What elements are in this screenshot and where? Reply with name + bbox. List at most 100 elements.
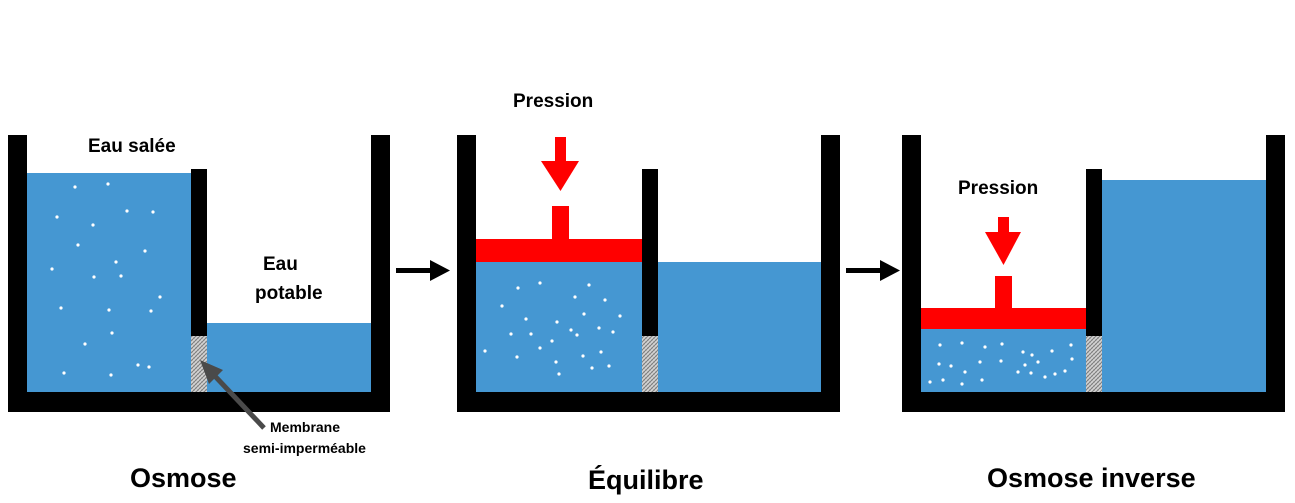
tank-left-wall	[457, 135, 476, 412]
salt-particle	[599, 350, 603, 354]
salt-particle	[937, 362, 941, 366]
caption-osmose-inverse: Osmose inverse	[987, 463, 1196, 493]
piston-plate	[921, 308, 1086, 329]
label-eau-potable-line2: potable	[255, 283, 323, 304]
divider-wall	[642, 169, 658, 336]
piston-stem	[552, 206, 569, 240]
salt-particle	[107, 308, 111, 312]
tank-right-wall	[821, 135, 840, 412]
membrane	[191, 336, 207, 392]
salt-particle	[1023, 363, 1027, 367]
fresh-water-right	[1102, 180, 1266, 392]
label-pression: Pression	[513, 91, 593, 112]
caption-osmose: Osmose	[130, 463, 237, 493]
salt-particles	[928, 341, 1074, 386]
salt-particle	[91, 223, 95, 227]
transition-arrow-1	[396, 260, 450, 281]
salt-particle	[158, 295, 162, 299]
salt-particle	[1016, 370, 1020, 374]
salt-particle	[1053, 372, 1057, 376]
salt-water-left	[921, 329, 1086, 392]
salt-particle	[555, 320, 559, 324]
salt-particle	[136, 363, 140, 367]
tank-left-wall	[8, 135, 27, 412]
salt-particle	[575, 333, 579, 337]
salt-particle	[109, 373, 113, 377]
salt-particle	[960, 341, 964, 345]
salt-particle	[92, 275, 96, 279]
salt-particle	[554, 360, 558, 364]
salt-particle	[1021, 350, 1025, 354]
salt-particle	[147, 365, 151, 369]
salt-particle	[1069, 343, 1073, 347]
salt-particle	[538, 346, 542, 350]
salt-particle	[573, 295, 577, 299]
salt-particle	[1029, 371, 1033, 375]
salt-water-left	[476, 262, 642, 392]
label-membrane-line2: semi-imperméable	[243, 440, 366, 456]
panel-osmose-inverse: Pression Osmose inverse	[902, 135, 1285, 493]
salt-particle	[978, 360, 982, 364]
salt-particle	[50, 267, 54, 271]
salt-particle	[114, 260, 118, 264]
salt-particle	[587, 283, 591, 287]
salt-particle	[73, 185, 77, 189]
fresh-water-right	[658, 262, 821, 392]
salt-particle	[607, 364, 611, 368]
salt-particle	[55, 215, 59, 219]
label-eau-salee: Eau salée	[88, 136, 176, 157]
salt-particle	[1043, 375, 1047, 379]
piston-stem	[995, 276, 1012, 309]
caption-equilibre: Équilibre	[588, 464, 704, 495]
salt-particle	[110, 331, 114, 335]
label-pression: Pression	[958, 178, 1038, 199]
salt-particle	[119, 274, 123, 278]
salt-particle	[76, 243, 80, 247]
salt-particles	[50, 182, 162, 377]
salt-particle	[980, 378, 984, 382]
salt-particle	[611, 330, 615, 334]
fresh-water-right	[207, 323, 371, 392]
panel-equilibre: Pression Équilibre	[457, 91, 840, 495]
tank-right-wall	[371, 135, 390, 412]
salt-particle	[949, 364, 953, 368]
salt-particle	[582, 312, 586, 316]
salt-particle	[1036, 360, 1040, 364]
divider-wall	[191, 169, 207, 336]
salt-particle	[62, 371, 66, 375]
salt-particle	[557, 372, 561, 376]
salt-particle	[938, 343, 942, 347]
membrane	[642, 336, 658, 392]
salt-particle	[515, 355, 519, 359]
salt-particle	[143, 249, 147, 253]
panel-osmose: Eau salée Eau potable Membrane semi-impe…	[8, 135, 390, 493]
salt-particle	[941, 378, 945, 382]
salt-particle	[590, 366, 594, 370]
pressure-arrow	[541, 137, 579, 191]
tank-bottom	[902, 392, 1285, 412]
salt-particle	[1000, 342, 1004, 346]
piston-plate	[476, 239, 642, 262]
salt-particle	[999, 359, 1003, 363]
salt-particle	[618, 314, 622, 318]
salt-particle	[83, 342, 87, 346]
salt-particle	[500, 304, 504, 308]
salt-particle	[1070, 357, 1074, 361]
salt-particle	[603, 298, 607, 302]
tank-left-wall	[902, 135, 921, 412]
salt-particle	[581, 354, 585, 358]
tank-bottom	[457, 392, 840, 412]
membrane	[1086, 336, 1102, 392]
salt-particle	[149, 309, 153, 313]
salt-particle	[569, 328, 573, 332]
salt-particle	[529, 332, 533, 336]
salt-water-left	[27, 173, 191, 392]
salt-particle	[516, 286, 520, 290]
transition-arrow-2	[846, 260, 900, 281]
salt-particle	[983, 345, 987, 349]
tank-right-wall	[1266, 135, 1285, 412]
tank-bottom	[8, 392, 390, 412]
salt-particle	[483, 349, 487, 353]
salt-particle	[125, 209, 129, 213]
